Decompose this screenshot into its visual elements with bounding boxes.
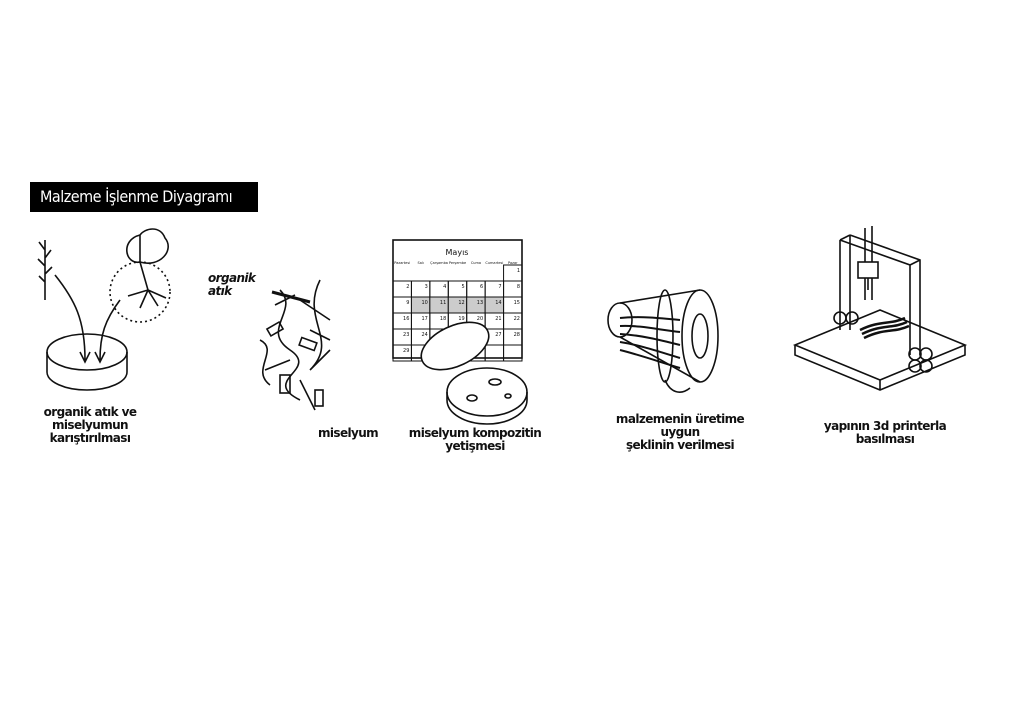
calendar-day-header: Pazar	[508, 261, 518, 265]
calendar-day-header: Cuma	[471, 261, 481, 265]
calendar-date: 20	[477, 316, 483, 322]
calendar-date: 6	[480, 284, 483, 290]
calendar-date: 2	[406, 284, 409, 290]
calendar-date: 17	[421, 316, 427, 322]
calendar-date: 15	[514, 300, 520, 306]
mycelium-illustration	[259, 279, 331, 411]
calendar-day-header: Salı	[417, 261, 423, 265]
printer-illustration	[792, 226, 968, 391]
calendar-day-header: Pazartesi	[394, 261, 410, 265]
calendar-date: 9	[406, 300, 409, 306]
caption-line: karıştırılması	[49, 431, 131, 445]
caption-line: malzemenin üretime uygun	[615, 412, 745, 439]
calendar-date: 5	[462, 284, 465, 290]
spool-illustration	[607, 289, 719, 393]
calendar-date: 11	[440, 300, 446, 306]
calendar-day-header: Cumartesi	[485, 261, 503, 265]
organic-waste-label: organik atık	[208, 271, 256, 298]
step-3-caption: miselyum kompozitin yetişmesi	[408, 426, 542, 453]
step-4-caption: malzemenin üretime uygun şeklinin verilm…	[605, 413, 755, 452]
mixing-illustration	[37, 228, 171, 391]
calendar-day-header: Çarşamba	[430, 261, 448, 265]
calendar-day-header: Perşembe	[449, 261, 466, 265]
calendar-date: 28	[514, 332, 520, 338]
mycelium-label: miselyum	[318, 426, 379, 440]
caption-line: şeklinin verilmesi	[625, 438, 735, 452]
calendar-date: 24	[421, 332, 427, 338]
calendar-date: 29	[403, 348, 409, 354]
calendar-date: 7	[498, 284, 501, 290]
calendar-date: 23	[403, 332, 409, 338]
caption-line: organik atık ve miselyumun	[43, 405, 137, 432]
calendar-date: 8	[517, 284, 520, 290]
calendar-date: 10	[421, 300, 427, 306]
calendar-date: 21	[495, 316, 501, 322]
calendar-date: 19	[458, 316, 464, 322]
calendar-date: 13	[477, 300, 483, 306]
calendar-date: 22	[514, 316, 520, 322]
calendar-date: 12	[458, 300, 464, 306]
calendar-date: 1	[517, 268, 520, 274]
calendar-date: 18	[440, 316, 446, 322]
calendar-cell	[503, 344, 523, 362]
calendar-month: Mayıs	[446, 248, 469, 257]
calendar-date: 4	[443, 284, 446, 290]
diagram-title: Malzeme İşlenme Diyagramı	[30, 182, 258, 212]
step-1-caption: organik atık ve miselyumun karıştırılmas…	[20, 406, 160, 445]
calendar-date: 16	[403, 316, 409, 322]
step-5-caption: yapının 3d printerla basılması	[823, 419, 947, 446]
calendar-date: 14	[495, 300, 501, 306]
calendar-date: 3	[425, 284, 428, 290]
calendar-date: 27	[495, 332, 501, 338]
